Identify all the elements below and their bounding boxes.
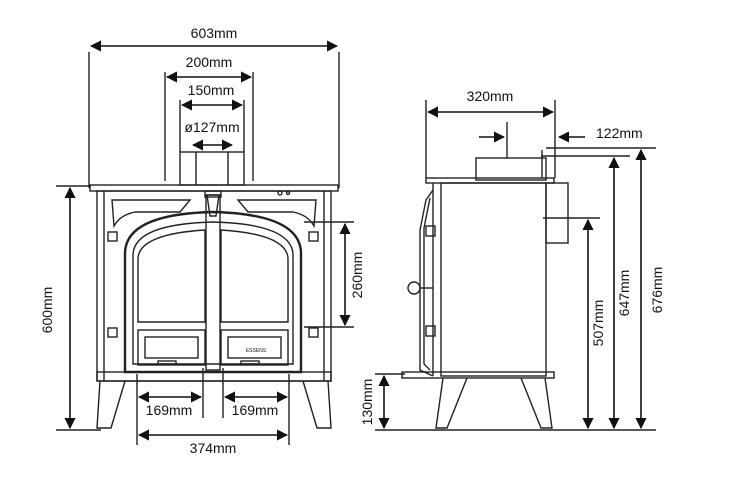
- front-view: ESSENS: [56, 52, 354, 445]
- right-leg: [302, 380, 332, 429]
- air-inlet-height-label: 507mm: [590, 300, 606, 347]
- window-height-label: 260mm: [349, 252, 365, 299]
- side-view: [375, 100, 656, 431]
- side-rear-leg: [520, 377, 553, 429]
- right-scroll-trim: [236, 199, 317, 229]
- leg-spacing-label: 374mm: [190, 440, 237, 456]
- collar-width-label: 200mm: [186, 54, 233, 70]
- flue-height-label: 647mm: [616, 270, 632, 317]
- leg-height-label: 130mm: [359, 379, 375, 426]
- rear-air-box: [545, 182, 569, 244]
- overall-height-label: 676mm: [649, 267, 665, 314]
- flue-collar: [179, 151, 245, 186]
- side-front-leg: [435, 377, 468, 429]
- overall-width-label: 603mm: [191, 25, 238, 41]
- left-scroll-trim: [111, 199, 192, 229]
- depth-label: 320mm: [467, 88, 514, 104]
- door-label: ESSENS: [246, 348, 267, 354]
- left-offset-label: 169mm: [146, 402, 193, 418]
- right-offset-label: 169mm: [232, 402, 279, 418]
- right-ashpan: [220, 329, 289, 366]
- left-ashpan: [137, 329, 206, 366]
- left-leg: [96, 380, 126, 429]
- side-flue-spigot: [475, 157, 547, 181]
- door-frame: [123, 210, 303, 374]
- flue-diameter-label: ø127mm: [184, 119, 239, 135]
- left-door-glass: [137, 229, 206, 323]
- front-height-label: 600mm: [39, 287, 55, 334]
- right-door-glass: [220, 229, 289, 323]
- top-plate: [89, 184, 339, 192]
- door-handle: [407, 281, 421, 295]
- flue-outer-label: 150mm: [188, 82, 235, 98]
- stove-body: [96, 190, 332, 382]
- side-dimensions: 320mm 122mm 130mm 507mm 647mm 676mm: [359, 88, 665, 430]
- side-body: [440, 182, 547, 377]
- rear-offset-label: 122mm: [596, 125, 643, 141]
- front-dimensions: 603mm 200mm 150mm ø127mm 600mm 260mm 169…: [39, 25, 365, 456]
